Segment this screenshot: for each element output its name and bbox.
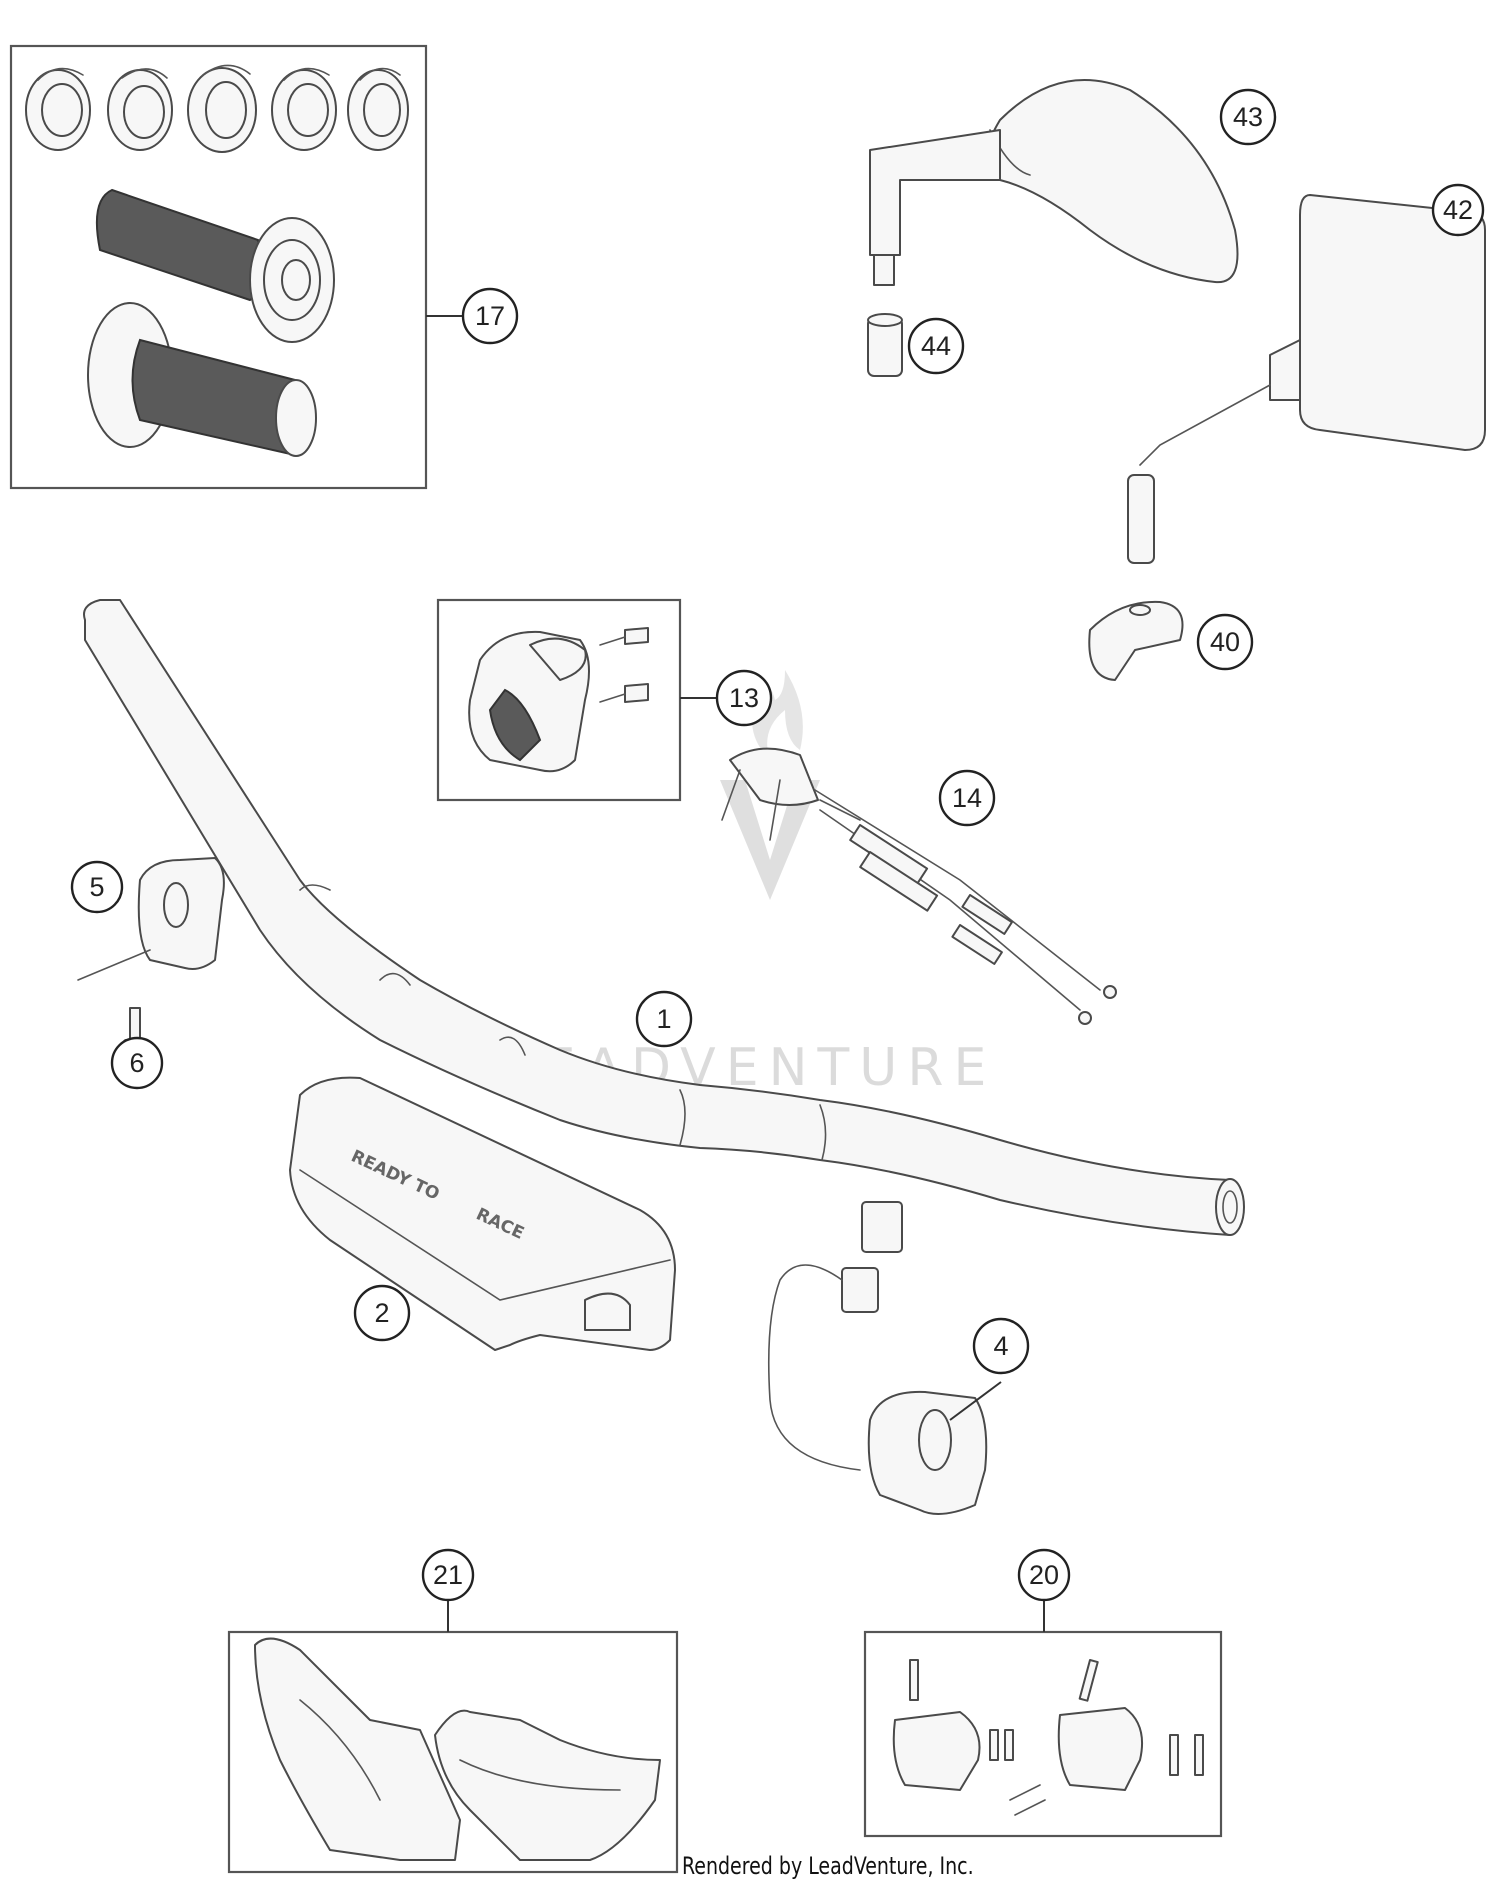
callout-43[interactable]: 43	[1219, 88, 1277, 146]
mirror-bolt-44	[867, 254, 903, 377]
svg-text:21: 21	[433, 1560, 463, 1590]
callout-44[interactable]: 44	[907, 317, 965, 375]
callout-14[interactable]: 14	[938, 769, 996, 827]
clutch-clamp-5	[77, 857, 225, 981]
callout-21[interactable]: 21	[421, 1548, 475, 1602]
svg-text:20: 20	[1029, 1560, 1059, 1590]
mirror-42	[1127, 194, 1486, 564]
kit-box-17	[9, 44, 428, 490]
callout-17[interactable]: 17	[461, 287, 519, 345]
callout-13[interactable]: 13	[715, 669, 773, 727]
svg-text:14: 14	[952, 783, 982, 813]
callout-20[interactable]: 20	[1017, 1548, 1071, 1602]
svg-text:5: 5	[89, 872, 104, 902]
switch-4	[767, 1201, 988, 1515]
svg-text:43: 43	[1233, 102, 1263, 132]
callout-40[interactable]: 40	[1196, 613, 1254, 671]
handlebar-1	[83, 599, 1245, 1236]
kit-box-21	[227, 1630, 679, 1874]
leader-4	[949, 1381, 1002, 1421]
grip-rings	[25, 64, 409, 153]
grip-throttle	[95, 188, 335, 343]
callout-4[interactable]: 4	[972, 1317, 1030, 1375]
svg-text:1: 1	[656, 1004, 671, 1034]
throttle-cables-14	[721, 747, 1117, 1025]
grip-clutch	[87, 302, 317, 457]
hot-start-lever-13	[468, 630, 590, 773]
bar-pad-2: READY TO RACE	[289, 1076, 676, 1351]
svg-text:6: 6	[129, 1048, 144, 1078]
callout-5[interactable]: 5	[70, 860, 124, 914]
screws-13	[599, 627, 649, 703]
svg-text:2: 2	[374, 1298, 389, 1328]
mirror-clamp-40	[1088, 600, 1184, 681]
svg-text:42: 42	[1443, 195, 1473, 225]
mirror-43	[869, 79, 1239, 284]
svg-text:40: 40	[1210, 627, 1240, 657]
handguards-21	[254, 1637, 661, 1861]
callout-2[interactable]: 2	[353, 1284, 411, 1342]
svg-text:4: 4	[993, 1331, 1008, 1361]
kit-box-13	[436, 598, 682, 802]
svg-text:17: 17	[475, 301, 505, 331]
bar-clamp-kit-20	[892, 1659, 1204, 1816]
callout-1[interactable]: 1	[635, 990, 693, 1048]
callout-6[interactable]: 6	[110, 1036, 164, 1090]
svg-text:13: 13	[729, 683, 759, 713]
callout-42[interactable]: 42	[1431, 183, 1485, 237]
watermark-logo-icon	[720, 780, 820, 900]
svg-text:44: 44	[921, 331, 951, 361]
footer-credit: Rendered by LeadVenture, Inc.	[682, 1852, 974, 1880]
